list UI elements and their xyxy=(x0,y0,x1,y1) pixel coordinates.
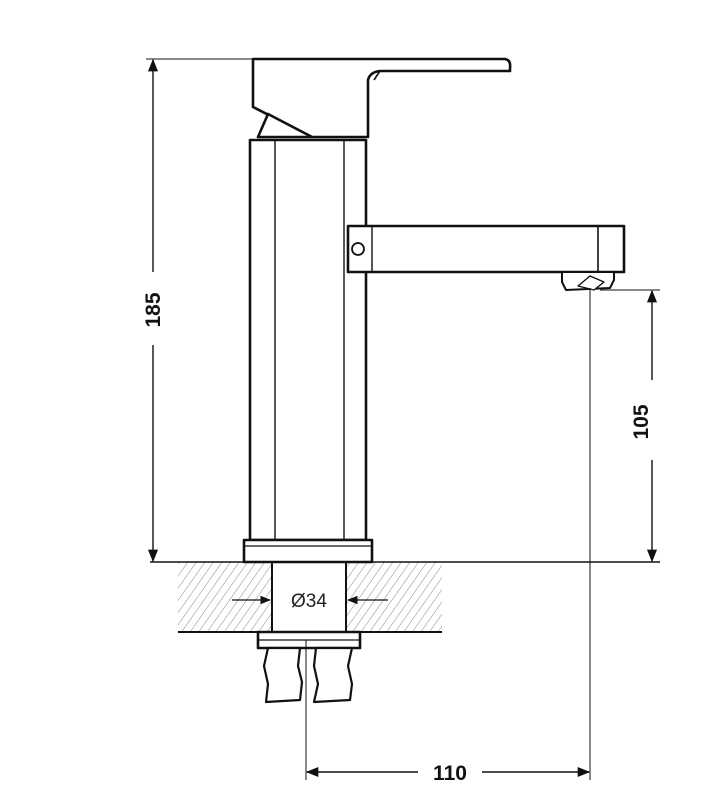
base-flange xyxy=(242,538,374,564)
dimension-label-110: 110 xyxy=(433,762,467,785)
dimension-height-total: 185 xyxy=(142,58,165,563)
dimension-label-105: 105 xyxy=(630,404,653,439)
dimension-spout-reach: 110 xyxy=(305,762,591,785)
supply-hose-left xyxy=(262,646,304,704)
dimension-label-185: 185 xyxy=(142,292,165,327)
countertop-left xyxy=(178,562,272,632)
countertop-section xyxy=(150,561,660,633)
reference-lines xyxy=(146,58,660,780)
faucet-column xyxy=(248,138,368,542)
diameter-label-34: Ø34 xyxy=(291,591,327,612)
aerator-jet xyxy=(577,275,605,291)
dimension-spout-height: 105 xyxy=(630,289,658,563)
spout-screw xyxy=(351,242,365,256)
faucet-body xyxy=(242,57,626,704)
handle-inner-line xyxy=(373,70,381,81)
spout-arm xyxy=(346,224,626,274)
countertop-right xyxy=(346,562,442,632)
supply-hose-right xyxy=(312,646,354,704)
dimension-hole-diameter: Ø34 xyxy=(232,591,388,612)
handle-cartridge xyxy=(256,112,314,139)
